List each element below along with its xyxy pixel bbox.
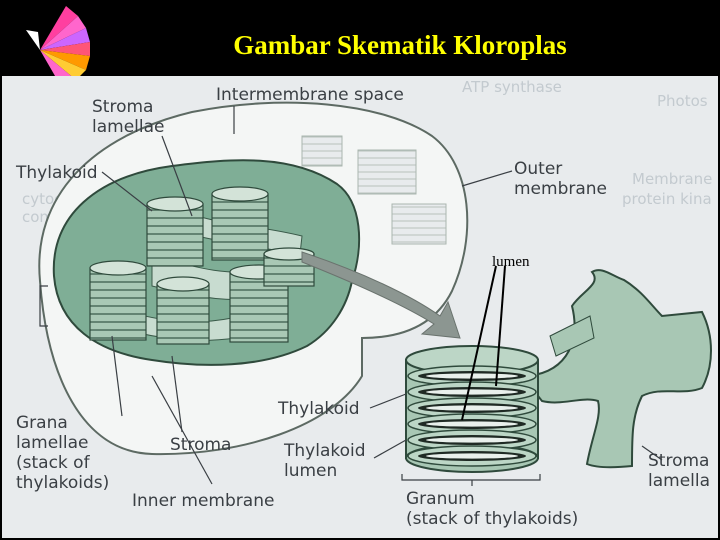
chloroplast-diagram: ATP synthase Photos Membrane protein kin… bbox=[2, 76, 718, 538]
chloroplast-illustration: ATP synthase Photos Membrane protein kin… bbox=[15, 78, 712, 529]
label-stroma-lamella-2: lamella bbox=[648, 471, 710, 491]
label-stroma-lamellae-1: Stroma bbox=[92, 97, 153, 117]
svg-text:Photos: Photos bbox=[657, 92, 708, 110]
label-thylakoid-lumen-2: lumen bbox=[284, 461, 337, 481]
label-grana-2: lamellae bbox=[16, 433, 88, 453]
label-outer-membrane-1: Outer bbox=[514, 159, 562, 179]
slide-header: Gambar Skematik Kloroplas bbox=[0, 0, 720, 76]
fan-logo-icon bbox=[26, 6, 90, 76]
label-inner-membrane: Inner membrane bbox=[132, 491, 274, 511]
magnify-arrow bbox=[301, 251, 461, 339]
svg-text:protein kina: protein kina bbox=[622, 190, 712, 208]
label-stroma-lamella-1: Stroma bbox=[648, 451, 709, 471]
label-granum-1: Granum bbox=[406, 489, 475, 509]
label-thylakoid-mid: Thylakoid bbox=[277, 399, 360, 419]
label-grana-3: (stack of bbox=[16, 453, 91, 473]
svg-text:ATP synthase: ATP synthase bbox=[462, 78, 562, 96]
enlarged-granum bbox=[405, 345, 539, 473]
leader-lines bbox=[39, 106, 663, 486]
grana-stacks bbox=[89, 186, 315, 345]
label-outer-membrane-2: membrane bbox=[514, 179, 607, 199]
label-grana-4: thylakoids) bbox=[16, 473, 109, 493]
label-grana-1: Grana bbox=[16, 413, 68, 433]
label-stroma: Stroma bbox=[170, 435, 231, 455]
label-stroma-lamellae-2: lamellae bbox=[92, 117, 164, 137]
label-thylakoid-top: Thylakoid bbox=[15, 163, 98, 183]
enlarged-stroma-lamella bbox=[519, 269, 712, 469]
svg-text:Membrane: Membrane bbox=[632, 170, 712, 188]
label-intermembrane-space: Intermembrane space bbox=[216, 85, 404, 105]
label-lumen: lumen bbox=[492, 254, 530, 270]
lumen-pointer-line bbox=[495, 265, 506, 387]
lumen-pointer-line-2 bbox=[461, 265, 497, 421]
page-title: Gambar Skematik Kloroplas bbox=[233, 30, 567, 60]
label-granum-2: (stack of thylakoids) bbox=[406, 509, 578, 529]
label-thylakoid-lumen-1: Thylakoid bbox=[283, 441, 366, 461]
